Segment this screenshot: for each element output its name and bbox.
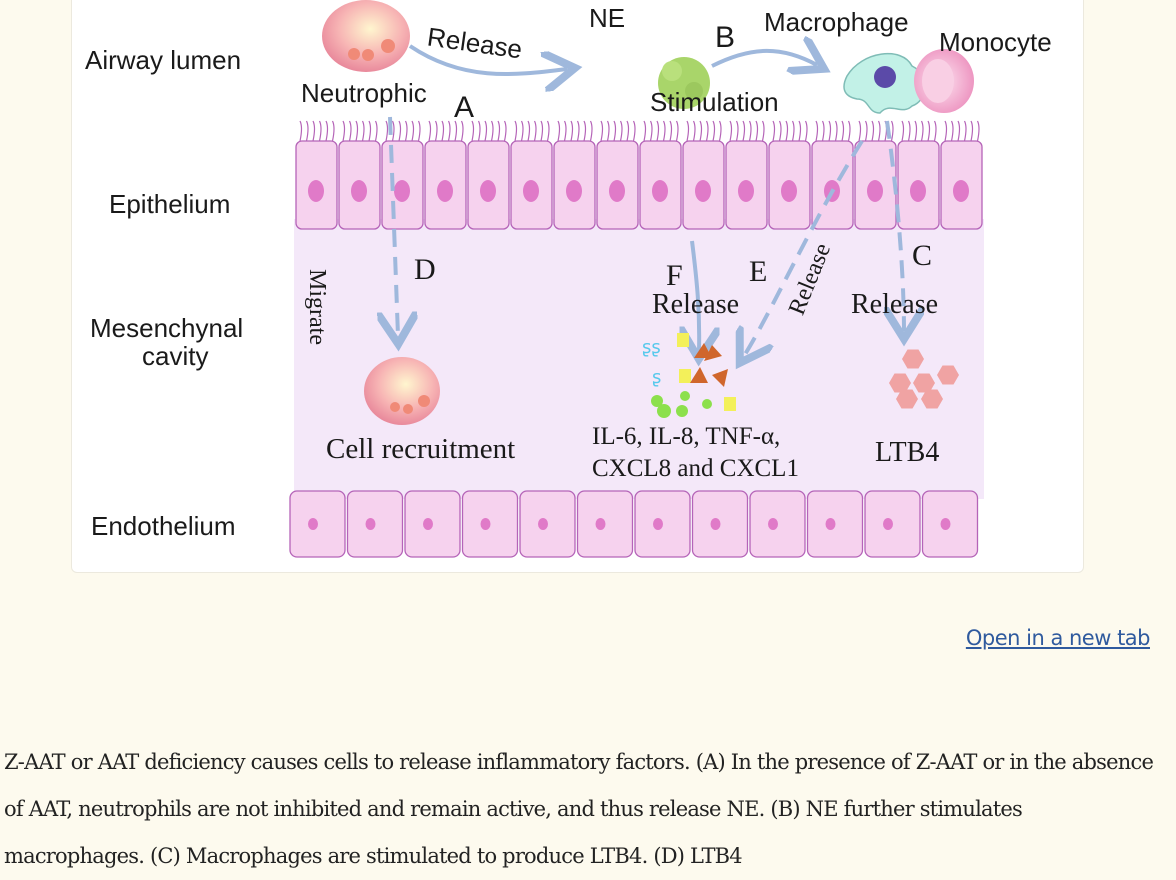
release-e-arrow	[744, 139, 864, 356]
ltb4-hexagon	[921, 389, 943, 409]
open-in-new-tab-link[interactable]: Open in a new tab	[965, 626, 1151, 650]
step-letter-b: B	[715, 21, 736, 54]
endothelial-cell	[806, 490, 864, 558]
endothelial-cell	[289, 490, 346, 558]
svg-text:ʂʂ: ʂʂ	[642, 337, 661, 358]
endothelial-cell	[461, 490, 519, 558]
endothelium-layer	[289, 490, 979, 558]
label-cytokines-line1: IL-6, IL-8, TNF-α,	[592, 423, 781, 450]
endothelial-cell	[346, 490, 404, 558]
label-release-c: Release	[851, 289, 939, 320]
release-f-arrow	[692, 240, 699, 351]
epithelial-cell	[424, 120, 467, 230]
label-monocyte: Monocyte	[939, 27, 1052, 57]
cytokines-cluster-icon: ʂʂ ʂ	[642, 333, 736, 418]
label-airway-lumen: Airway lumen	[85, 45, 242, 75]
label-ne: NE	[589, 3, 626, 33]
monocyte-cell-icon	[914, 49, 974, 113]
epithelial-cell	[725, 120, 768, 230]
endothelial-cell	[404, 490, 461, 558]
figure-card: ʂʂ ʂ Airway lumen Epithelium Mesenchynal…	[71, 0, 1084, 573]
endothelial-cell	[576, 490, 634, 558]
figure-caption: Z-AAT or AAT deficiency causes cells to …	[4, 750, 1154, 868]
svg-text:ʂ: ʂ	[652, 367, 661, 388]
ltb4-hexagon	[902, 349, 924, 369]
label-ltb4: LTB4	[875, 437, 940, 468]
endothelial-cell	[691, 490, 749, 558]
label-macrophage: Macrophage	[764, 7, 909, 37]
epithelial-cell	[811, 120, 854, 230]
label-neutrophil: Neutrophic	[301, 78, 427, 108]
step-letter-c: C	[912, 239, 933, 272]
epithelial-cell	[854, 120, 897, 230]
ltb4-hexagon	[913, 373, 935, 393]
neutrophil-cell-icon	[322, 0, 410, 72]
ltb4-cluster-icon	[889, 349, 959, 409]
release-arrow	[408, 44, 567, 74]
stimulation-arrow	[711, 51, 817, 66]
step-letter-e: E	[749, 255, 768, 288]
endothelial-cell	[749, 490, 806, 558]
label-migrate: Migrate	[304, 269, 330, 345]
epithelial-cell	[940, 120, 983, 230]
epithelial-cell	[596, 120, 639, 230]
epithelial-cell	[682, 120, 725, 230]
recruited-neutrophil-icon	[364, 357, 440, 425]
migrate-arrow	[390, 116, 398, 336]
endothelial-cell	[864, 490, 921, 558]
figure-illustration: ʂʂ ʂ	[289, 0, 984, 558]
step-letter-a: A	[454, 91, 475, 124]
label-stimulation: Stimulation	[650, 87, 779, 117]
ne-molecule-icon	[658, 57, 710, 109]
epithelial-cell	[768, 120, 811, 230]
macrophage-cell-icon	[843, 52, 926, 114]
step-letter-f: F	[666, 259, 683, 292]
epithelial-cell	[295, 120, 338, 230]
label-mesenchymal: Mesenchynal	[90, 313, 244, 343]
epithelial-cell	[897, 120, 940, 230]
ltb4-hexagon	[889, 373, 911, 393]
endothelial-cell	[519, 490, 576, 558]
label-epithelium: Epithelium	[109, 189, 231, 219]
epithelial-cell	[553, 120, 596, 230]
label-cavity: cavity	[142, 341, 209, 371]
label-release-f: Release	[652, 289, 740, 320]
epithelial-cell	[338, 120, 381, 230]
ltb4-hexagon	[937, 365, 959, 385]
epithelium-layer	[295, 120, 983, 230]
endothelial-cell	[921, 490, 979, 558]
label-cytokines-line2: CXCL8 and CXCL1	[592, 455, 799, 482]
label-cell-recruitment: Cell recruitment	[326, 433, 516, 465]
epithelial-cell	[381, 120, 424, 230]
ltb4-hexagon	[896, 389, 918, 409]
endothelial-cell	[634, 490, 691, 558]
step-letter-d: D	[414, 253, 436, 286]
epithelial-cell	[639, 120, 682, 230]
label-endothelium: Endothelium	[91, 511, 236, 541]
epithelial-cell	[467, 120, 510, 230]
epithelial-cell	[510, 120, 553, 230]
